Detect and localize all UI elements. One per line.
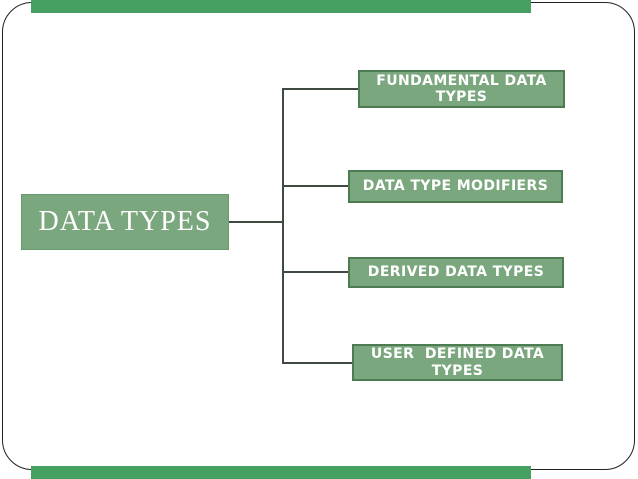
node-label: DATA TYPE MODIFIERS	[362, 178, 549, 195]
node-user-defined-data-types: USER DEFINED DATA TYPES	[352, 344, 563, 381]
root-node-label: DATA TYPES	[38, 206, 212, 237]
connector-derived-line	[283, 271, 348, 273]
connector-root-line	[227, 221, 284, 223]
node-label: USER DEFINED DATA TYPES	[370, 346, 550, 379]
node-derived-data-types: DERIVED DATA TYPES	[348, 257, 564, 288]
node-label: DERIVED DATA TYPES	[367, 264, 545, 281]
root-node-data-types: DATA TYPES	[21, 194, 229, 250]
bottom-accent-bar	[31, 466, 531, 479]
connector-modifiers-line	[283, 185, 348, 187]
node-label: FUNDAMENTAL DATA TYPES	[376, 72, 553, 105]
connector-trunk-line	[282, 88, 284, 364]
node-data-type-modifiers: DATA TYPE MODIFIERS	[348, 170, 563, 203]
connector-user-defined-line	[283, 362, 352, 364]
connector-fundamental-line	[283, 88, 358, 90]
node-fundamental-data-types: FUNDAMENTAL DATA TYPES	[358, 70, 565, 108]
top-accent-bar	[31, 0, 531, 13]
